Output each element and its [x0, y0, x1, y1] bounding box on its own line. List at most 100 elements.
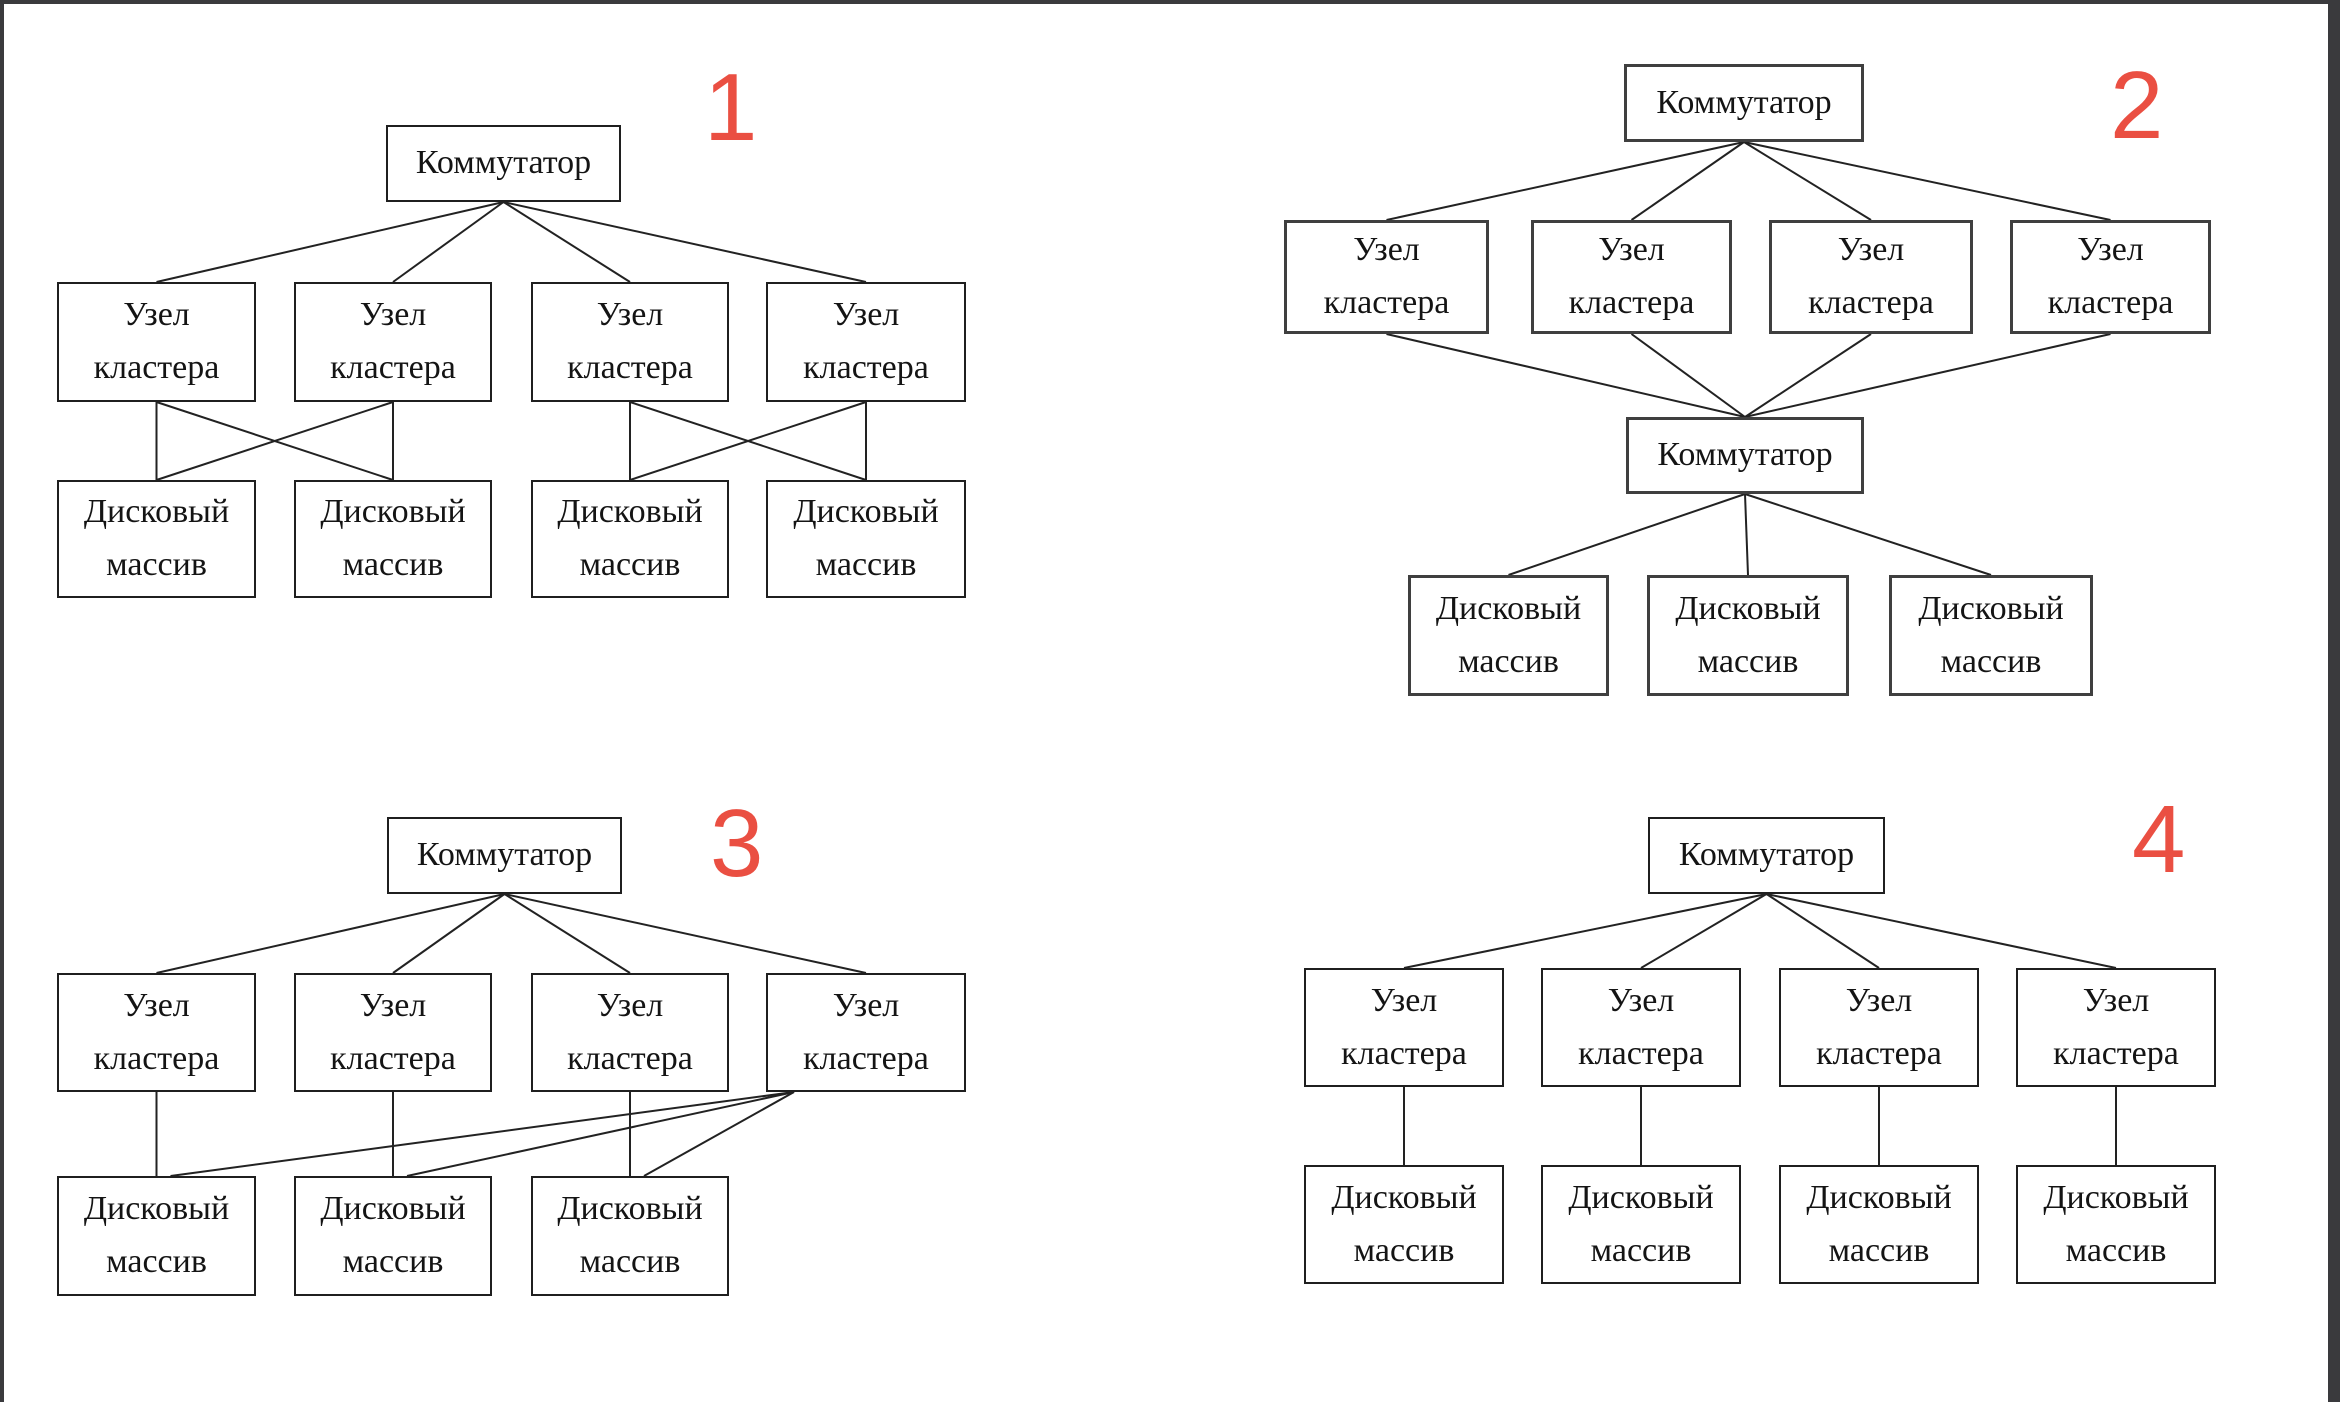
- cluster-node-label-line: кластера: [2047, 284, 2174, 321]
- cluster-node-label-line: кластера: [803, 349, 929, 386]
- connector-line: [156, 201, 504, 283]
- diagram-number-2: 2: [2110, 52, 2164, 159]
- connector-line: [1743, 141, 2111, 221]
- d2-switch-box: Коммутатор: [1624, 64, 1864, 142]
- connector-line: [504, 893, 867, 974]
- d4-disk-array-box: Дисковый массив: [1304, 1165, 1504, 1284]
- disk-array-label-line: массив: [2065, 1231, 2167, 1269]
- cluster-node-label-line: Узел: [1598, 231, 1665, 269]
- switch-label-line: Коммутатор: [416, 836, 593, 874]
- disk-array-label-line: Дисковый: [557, 493, 703, 531]
- connector-line: [1386, 141, 1745, 221]
- switch-label-line: Коммутатор: [1657, 436, 1833, 474]
- connector-line: [502, 201, 631, 283]
- d2-switch-box: Коммутатор: [1626, 417, 1864, 494]
- cluster-node-label-line: кластера: [567, 1039, 693, 1077]
- cluster-node-label-line: Узел: [359, 986, 427, 1024]
- d1-disk-array-box: Дисковый массив: [57, 480, 256, 598]
- connector-line: [1766, 893, 2117, 969]
- disk-array-label-line: Дисковый: [1435, 589, 1582, 627]
- connector-line: [406, 1091, 795, 1177]
- cluster-node-label-line: кластера: [1323, 284, 1450, 321]
- disk-array-label-line: массив: [1590, 1231, 1692, 1269]
- disk-array-label-line: массив: [1353, 1231, 1455, 1269]
- disk-array-label-line: массив: [106, 546, 207, 583]
- disk-array-label-line: массив: [1458, 642, 1559, 680]
- d4-cluster-node-box: Узел кластера: [2016, 968, 2216, 1087]
- cluster-node-label-line: Узел: [1837, 231, 1905, 269]
- disk-array-label-line: Дисковый: [320, 1190, 466, 1228]
- disk-array-label-line: Дисковый: [1331, 1178, 1477, 1216]
- disk-array-label-line: Дисковый: [1675, 589, 1821, 627]
- connector-line: [1765, 893, 1880, 969]
- cluster-node-label-line: Узел: [596, 296, 664, 334]
- d2-cluster-node-box: Узел кластера: [1284, 220, 1489, 334]
- d1-cluster-node-box: Узел кластера: [531, 282, 729, 402]
- cluster-node-label-line: кластера: [1578, 1034, 1704, 1072]
- disk-array-label-line: массив: [342, 1243, 444, 1280]
- cluster-node-label-line: кластера: [1341, 1034, 1467, 1072]
- connector-line: [1744, 333, 2111, 418]
- cluster-node-label-line: Узел: [1353, 231, 1420, 269]
- connector-line: [629, 401, 867, 481]
- connector-line: [1386, 333, 1746, 418]
- cluster-node-label-line: Узел: [832, 986, 900, 1024]
- connector-line: [1744, 493, 1749, 576]
- d1-disk-array-box: Дисковый массив: [531, 480, 729, 598]
- cluster-node-label-line: кластера: [567, 349, 693, 386]
- d3-cluster-node-box: Узел кластера: [57, 973, 256, 1092]
- d4-disk-array-box: Дисковый массив: [1541, 1165, 1741, 1284]
- cluster-node-label-line: кластера: [93, 349, 220, 386]
- d1-switch-box: Коммутатор: [386, 125, 621, 202]
- d4-cluster-node-box: Узел кластера: [1304, 968, 1504, 1087]
- cluster-node-label-line: Узел: [1607, 981, 1675, 1019]
- disk-array-label-line: Дисковый: [1568, 1178, 1714, 1216]
- connector-line: [629, 401, 867, 481]
- cluster-node-label-line: Узел: [596, 986, 664, 1024]
- connector-line: [156, 893, 505, 974]
- disk-array-label-line: Дисковый: [83, 1190, 230, 1228]
- disk-array-label-line: Дисковый: [83, 493, 230, 531]
- cluster-node-label-line: кластера: [1808, 284, 1934, 321]
- connector-line: [1403, 893, 1767, 969]
- connector-line: [1744, 333, 1872, 418]
- cluster-node-label-line: кластера: [93, 1039, 220, 1077]
- cluster-node-label-line: кластера: [2053, 1034, 2179, 1072]
- cluster-node-label-line: Узел: [2082, 981, 2150, 1019]
- disk-array-label-line: массив: [342, 546, 444, 583]
- d3-switch-box: Коммутатор: [387, 817, 622, 894]
- connector-line: [503, 893, 631, 974]
- switch-label-line: Коммутатор: [1678, 836, 1855, 874]
- d2-disk-array-box: Дисковый массив: [1408, 575, 1609, 696]
- cluster-node-label-line: Узел: [832, 296, 900, 334]
- connector-line: [1630, 333, 1746, 418]
- disk-array-label-line: Дисковый: [557, 1190, 703, 1228]
- d1-cluster-node-box: Узел кластера: [766, 282, 966, 402]
- connector-line: [170, 1091, 795, 1177]
- d4-switch-box: Коммутатор: [1648, 817, 1885, 894]
- connector-line: [392, 893, 506, 974]
- cluster-node-label-line: Узел: [123, 986, 190, 1024]
- disk-array-label-line: массив: [815, 546, 917, 583]
- disk-array-label-line: Дисковый: [1918, 589, 2064, 627]
- connector-line: [643, 1091, 795, 1177]
- cluster-node-label-line: Узел: [1370, 981, 1438, 1019]
- connector-line: [1508, 493, 1746, 576]
- connector-line: [156, 401, 394, 481]
- switch-label-line: Коммутатор: [1656, 83, 1832, 121]
- disk-array-label-line: массив: [579, 546, 681, 583]
